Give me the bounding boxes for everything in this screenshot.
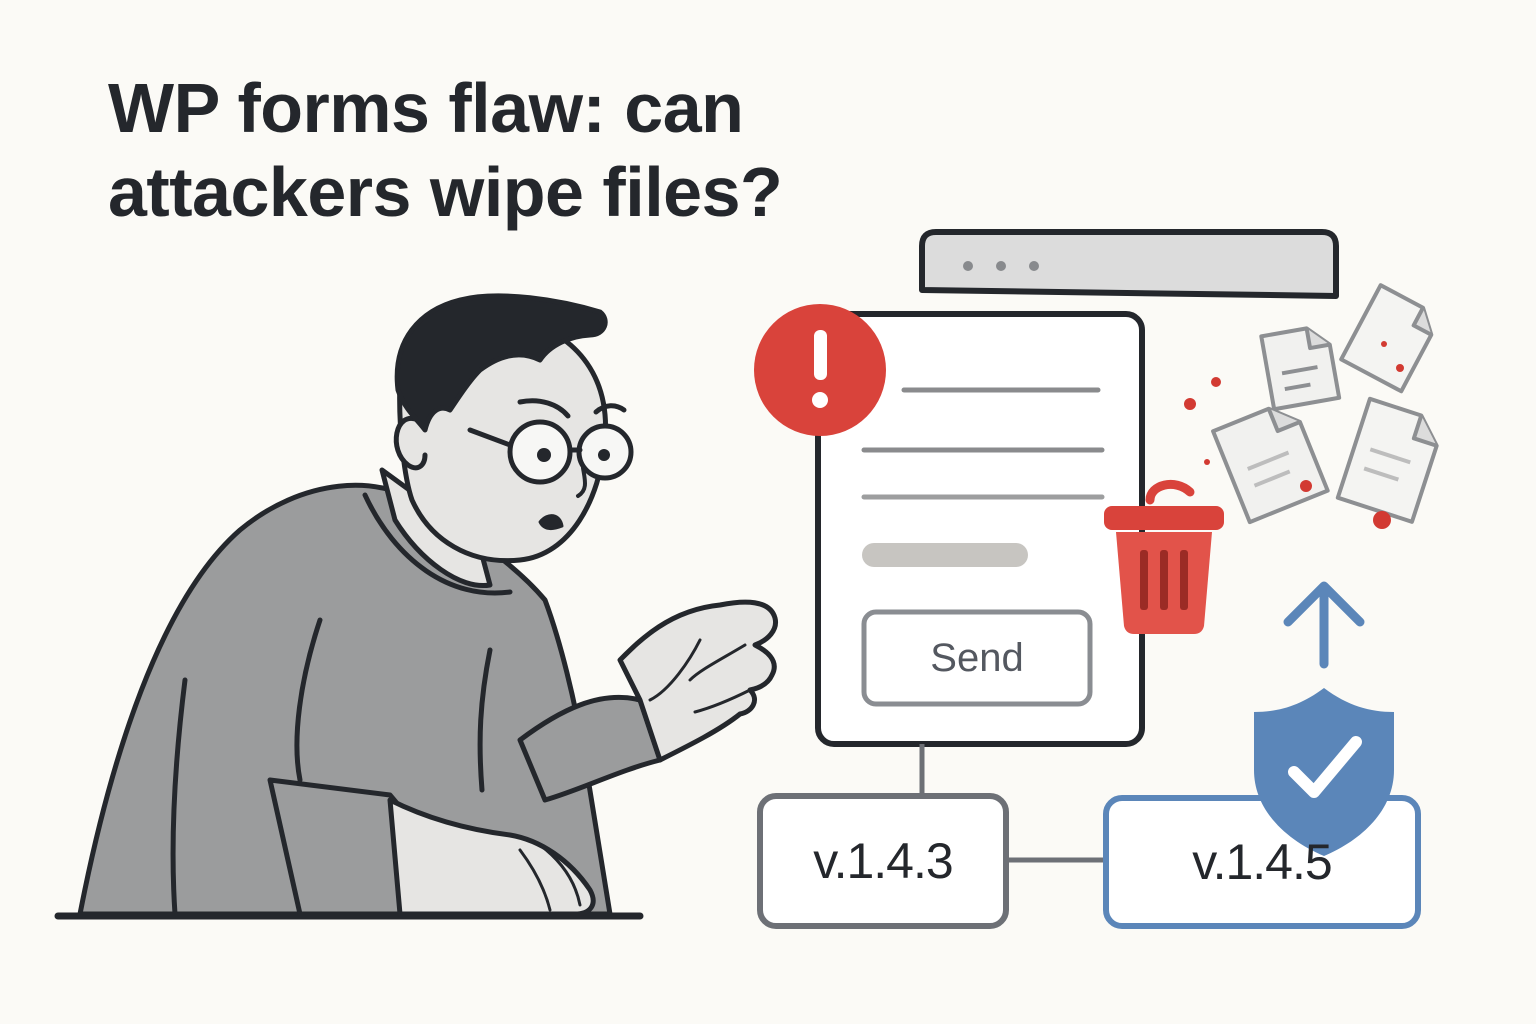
shield-check-icon bbox=[1254, 688, 1394, 856]
document-icon bbox=[1259, 326, 1342, 412]
trash-icon bbox=[1104, 479, 1224, 634]
scattered-documents bbox=[1211, 283, 1439, 525]
debris-dots bbox=[1184, 341, 1404, 529]
form-field-placeholder bbox=[862, 543, 1028, 567]
document-icon bbox=[1211, 406, 1330, 525]
contact-form bbox=[815, 311, 1145, 796]
headline-line-1: WP forms flaw: can bbox=[108, 69, 744, 147]
browser-dot-icon bbox=[1029, 261, 1039, 271]
document-icon bbox=[1335, 396, 1439, 524]
browser-dot-icon bbox=[963, 261, 973, 271]
browser-window bbox=[919, 229, 1339, 299]
arrow-up-icon bbox=[1283, 581, 1365, 669]
worried-person bbox=[54, 293, 779, 920]
warning-icon bbox=[754, 304, 886, 436]
send-button-outline bbox=[861, 609, 1093, 707]
new-version-label: v.1.4.5 bbox=[1192, 834, 1332, 890]
browser-dot-icon bbox=[996, 261, 1006, 271]
send-button[interactable]: Send bbox=[930, 635, 1024, 680]
headline: WP forms flaw: can attackers wipe files? bbox=[108, 66, 783, 234]
old-version-label: v.1.4.3 bbox=[813, 833, 953, 889]
headline-line-2: attackers wipe files? bbox=[108, 153, 783, 231]
document-icon bbox=[1339, 283, 1434, 394]
